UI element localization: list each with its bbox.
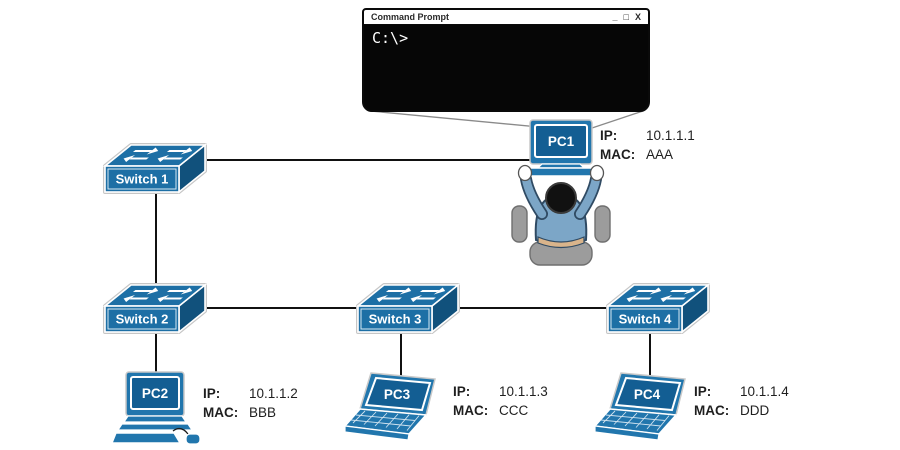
mac-row: MAC: AAA xyxy=(600,145,695,164)
monitor-screen xyxy=(534,124,588,158)
switch-icon: Switch 2 xyxy=(102,283,208,334)
pc2-node[interactable]: PC2 xyxy=(110,370,212,448)
mac-label: MAC: xyxy=(453,403,489,418)
mouse-cable xyxy=(172,427,189,435)
minimize-button[interactable]: _ xyxy=(612,12,618,22)
ip-label: IP: xyxy=(203,386,221,401)
mac-row: MAC: BBB xyxy=(203,403,298,422)
mac-value: BBB xyxy=(249,405,277,420)
ip-row: IP: 10.1.1.3 xyxy=(453,382,548,401)
pc-label: PC2 xyxy=(142,386,168,401)
user-workstation-icon: PC1 xyxy=(511,119,611,266)
pc2-info: IP: 10.1.1.2 MAC: BBB xyxy=(203,384,298,422)
callout-line-left xyxy=(369,110,561,130)
monitor-screen xyxy=(130,376,180,410)
monitor-stand xyxy=(122,415,188,423)
pc-label: PC3 xyxy=(384,387,411,402)
person-head xyxy=(545,182,577,214)
person-arm-right xyxy=(575,174,601,219)
switch-arrows-icon xyxy=(123,287,193,302)
chair-armrest-left xyxy=(511,205,528,243)
pc1-node[interactable]: PC1 xyxy=(508,118,618,268)
desktop-computer-icon: PC2 xyxy=(110,371,201,445)
terminal-titlebar[interactable]: Command Prompt _ □ X xyxy=(364,10,648,25)
mac-value: AAA xyxy=(646,147,674,162)
ip-label: IP: xyxy=(453,384,471,399)
keyboard-icon xyxy=(110,432,182,444)
mac-label: MAC: xyxy=(694,403,730,418)
ip-row: IP: 10.1.1.4 xyxy=(694,382,789,401)
person-hand-left xyxy=(517,164,533,182)
switch-front-face xyxy=(104,305,180,333)
switch-label: Switch 1 xyxy=(116,172,169,187)
person-hand-right xyxy=(589,164,605,182)
laptop-screen xyxy=(614,376,682,412)
switch-label-frame xyxy=(107,168,177,190)
mac-label: MAC: xyxy=(203,405,239,420)
ip-row: IP: 10.1.1.1 xyxy=(600,126,695,145)
switch4-node[interactable]: Switch 4 xyxy=(605,280,711,334)
laptop-icon: PC3 xyxy=(343,372,436,441)
switch-label: Switch 3 xyxy=(369,312,422,327)
switch-arrows-icon xyxy=(626,287,696,302)
mac-row: MAC: DDD xyxy=(694,401,789,420)
pc3-info: IP: 10.1.1.3 MAC: CCC xyxy=(453,382,548,420)
close-button[interactable]: X xyxy=(634,12,641,22)
ip-label: IP: xyxy=(600,128,618,143)
person-arm-left xyxy=(521,174,547,219)
pc3-node[interactable]: PC3 xyxy=(343,372,445,444)
mac-value: CCC xyxy=(499,403,529,418)
ip-value: 10.1.1.4 xyxy=(740,384,789,399)
mac-value: DDD xyxy=(740,403,770,418)
mouse-icon xyxy=(185,433,201,445)
switch3-node[interactable]: Switch 3 xyxy=(355,280,461,334)
mac-label: MAC: xyxy=(600,147,636,162)
callout-line-right xyxy=(588,110,644,130)
switch-front-face xyxy=(607,305,683,333)
pc4-info: IP: 10.1.1.4 MAC: DDD xyxy=(694,382,789,420)
switch-label-frame xyxy=(610,308,680,330)
ip-label: IP: xyxy=(694,384,712,399)
switch-arrows-icon xyxy=(376,287,446,302)
switch-front-face xyxy=(104,165,180,193)
terminal-title: Command Prompt xyxy=(371,12,450,22)
laptop-front-edge xyxy=(594,425,660,441)
switch-arrows-icon xyxy=(123,147,193,162)
switch2-node[interactable]: Switch 2 xyxy=(102,280,208,334)
laptop-screen xyxy=(364,376,432,412)
switch-label: Switch 4 xyxy=(619,312,673,327)
pc1-info: IP: 10.1.1.1 MAC: AAA xyxy=(600,126,695,164)
maximize-button[interactable]: □ xyxy=(623,12,629,22)
ip-value: 10.1.1.1 xyxy=(646,128,695,143)
keyboard-keys xyxy=(600,410,670,431)
ip-value: 10.1.1.2 xyxy=(249,386,298,401)
computer-base xyxy=(116,423,194,431)
mac-row: MAC: CCC xyxy=(453,401,548,420)
switch-icon: Switch 3 xyxy=(355,283,461,334)
switch-icon: Switch 4 xyxy=(605,283,711,334)
switch-icon: Switch 1 xyxy=(102,143,208,194)
terminal-window: Command Prompt _ □ X C:\> xyxy=(362,8,650,112)
laptop-front-edge xyxy=(344,425,410,441)
switch-label: Switch 2 xyxy=(116,312,169,327)
pc4-node[interactable]: PC4 xyxy=(593,372,695,444)
switch-label-frame xyxy=(107,308,177,330)
terminal-prompt: C:\> xyxy=(372,29,409,47)
switch-front-face xyxy=(357,305,433,333)
terminal-body[interactable]: C:\> xyxy=(364,25,648,51)
laptop-icon: PC4 xyxy=(593,372,686,441)
window-controls: _ □ X xyxy=(613,12,641,22)
pc-label: PC1 xyxy=(548,134,575,149)
person-waist xyxy=(537,236,585,249)
ip-row: IP: 10.1.1.2 xyxy=(203,384,298,403)
keyboard-keys xyxy=(350,410,420,431)
pc-label: PC4 xyxy=(634,387,661,402)
ip-value: 10.1.1.3 xyxy=(499,384,548,399)
chair-armrest-right xyxy=(594,205,611,243)
switch-label-frame xyxy=(360,308,430,330)
switch1-node[interactable]: Switch 1 xyxy=(102,140,208,194)
